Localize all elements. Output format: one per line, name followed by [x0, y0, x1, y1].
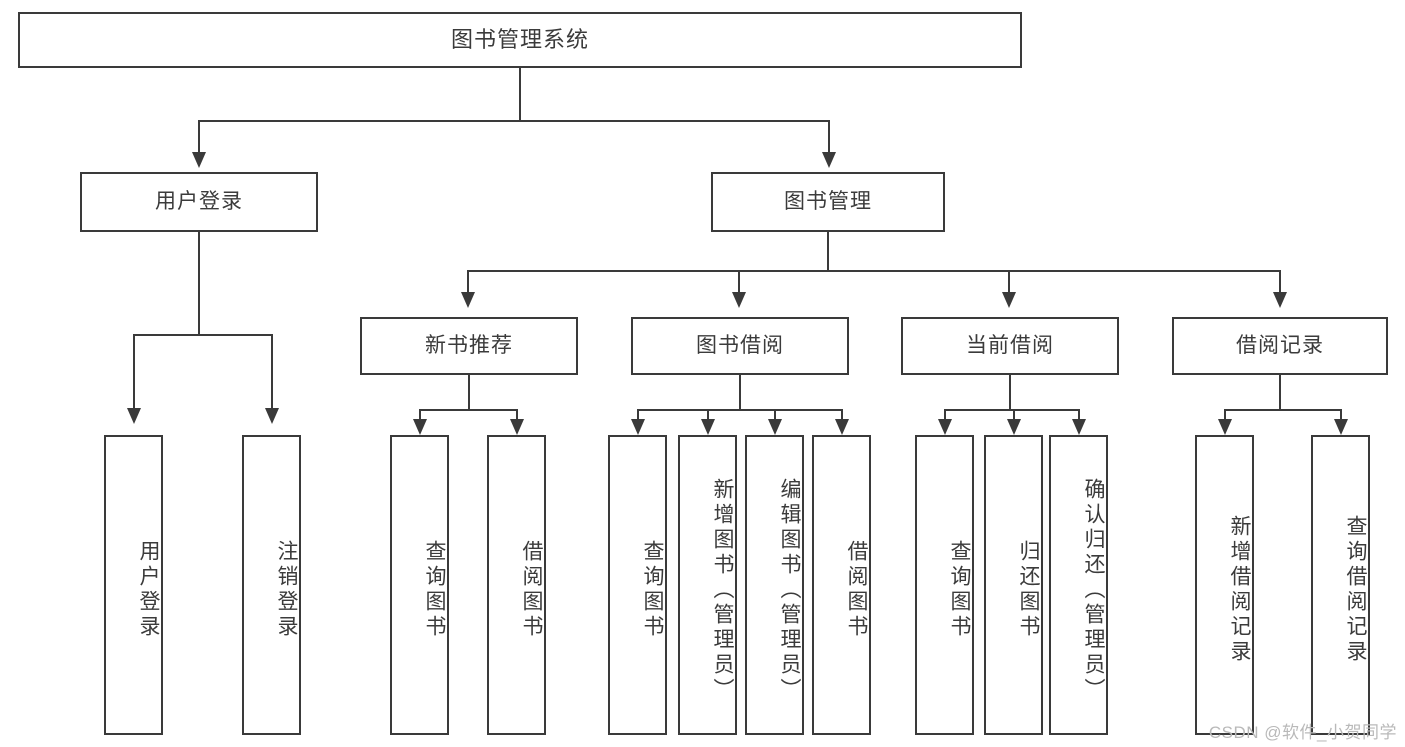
- node-leaf-return-book[interactable]: 归还图书: [984, 435, 1043, 735]
- connector-book-borrow-leg-3: [774, 409, 776, 421]
- arrow-icon-leaf-add-record: [1218, 419, 1232, 435]
- arrow-icon-to-borrow-record: [1273, 292, 1287, 308]
- node-leaf-add-record[interactable]: 新增借阅记录: [1195, 435, 1254, 735]
- connector-book-borrow-leg-2: [707, 409, 709, 421]
- arrow-icon-leaf-edit-book: [768, 419, 782, 435]
- node-book-manage[interactable]: 图书管理: [711, 172, 945, 232]
- arrow-icon-to-book-manage: [822, 152, 836, 168]
- node-user-login[interactable]: 用户登录: [80, 172, 318, 232]
- connector-root-to-user-login: [198, 120, 200, 154]
- connector-book-borrow-leg-4: [841, 409, 843, 421]
- node-book-borrow[interactable]: 图书借阅: [631, 317, 849, 375]
- connector-new-book-stem: [468, 375, 470, 411]
- arrow-icon-to-book-borrow: [732, 292, 746, 308]
- connector-book-manage-leg-4: [1279, 270, 1281, 294]
- node-new-book-recommend[interactable]: 新书推荐: [360, 317, 578, 375]
- arrow-icon-leaf-return-book: [1007, 419, 1021, 435]
- connector-new-book-leg-1: [419, 409, 421, 421]
- node-leaf-query-book-recommend[interactable]: 查询图书: [390, 435, 449, 735]
- connector-root-stem: [519, 68, 521, 122]
- connector-current-borrow-leg-2: [1013, 409, 1015, 421]
- arrow-icon-leaf-user-login: [127, 408, 141, 424]
- node-leaf-add-book[interactable]: 新增图书（管理员）: [678, 435, 737, 735]
- arrow-icon-leaf-query-book-2: [631, 419, 645, 435]
- connector-current-borrow-stem: [1009, 375, 1011, 411]
- connector-new-book-leg-2: [516, 409, 518, 421]
- connector-book-borrow-stem: [739, 375, 741, 411]
- node-leaf-confirm-return[interactable]: 确认归还（管理员）: [1049, 435, 1108, 735]
- arrow-icon-leaf-borrow-book-2: [835, 419, 849, 435]
- connector-current-borrow-leg-1: [944, 409, 946, 421]
- node-leaf-edit-book[interactable]: 编辑图书（管理员）: [745, 435, 804, 735]
- node-leaf-borrow-book[interactable]: 借阅图书: [812, 435, 871, 735]
- connector-book-borrow-bus: [637, 409, 842, 411]
- connector-user-login-leg-2: [271, 334, 273, 410]
- node-current-borrow[interactable]: 当前借阅: [901, 317, 1119, 375]
- connector-book-manage-leg-2: [738, 270, 740, 294]
- arrow-icon-leaf-user-logout: [265, 408, 279, 424]
- arrow-icon-leaf-add-book: [701, 419, 715, 435]
- connector-user-login-leg-1: [133, 334, 135, 410]
- connector-book-manage-leg-3: [1008, 270, 1010, 294]
- connector-book-manage-bus: [467, 270, 1281, 272]
- node-borrow-record[interactable]: 借阅记录: [1172, 317, 1388, 375]
- connector-root-to-book-manage: [828, 120, 830, 154]
- connector-root-bus: [198, 120, 829, 122]
- arrow-icon-leaf-borrow-book-1: [510, 419, 524, 435]
- arrow-icon-leaf-query-record: [1334, 419, 1348, 435]
- node-leaf-query-record[interactable]: 查询借阅记录: [1311, 435, 1370, 735]
- connector-user-login-bus: [133, 334, 273, 336]
- connector-book-borrow-leg-1: [637, 409, 639, 421]
- arrow-icon-leaf-confirm-return: [1072, 419, 1086, 435]
- connector-borrow-record-leg-2: [1340, 409, 1342, 421]
- node-leaf-user-login[interactable]: 用户登录: [104, 435, 163, 735]
- arrow-icon-leaf-query-book-1: [413, 419, 427, 435]
- arrow-icon-to-current-borrow: [1002, 292, 1016, 308]
- connector-current-borrow-leg-3: [1078, 409, 1080, 421]
- arrow-icon-leaf-query-book-3: [938, 419, 952, 435]
- connector-borrow-record-stem: [1279, 375, 1281, 411]
- connector-book-manage-leg-1: [467, 270, 469, 294]
- connector-book-manage-stem: [827, 232, 829, 272]
- arrow-icon-to-user-login: [192, 152, 206, 168]
- connector-user-login-stem: [198, 232, 200, 336]
- connector-borrow-record-leg-1: [1224, 409, 1226, 421]
- connector-current-borrow-bus: [944, 409, 1080, 411]
- node-root-system[interactable]: 图书管理系统: [18, 12, 1022, 68]
- connector-new-book-bus: [419, 409, 518, 411]
- arrow-icon-to-new-book-recommend: [461, 292, 475, 308]
- connector-borrow-record-bus: [1224, 409, 1342, 411]
- node-leaf-user-logout[interactable]: 注销登录: [242, 435, 301, 735]
- node-leaf-query-book-borrow[interactable]: 查询图书: [608, 435, 667, 735]
- node-leaf-query-book-current[interactable]: 查询图书: [915, 435, 974, 735]
- node-leaf-borrow-book-recommend[interactable]: 借阅图书: [487, 435, 546, 735]
